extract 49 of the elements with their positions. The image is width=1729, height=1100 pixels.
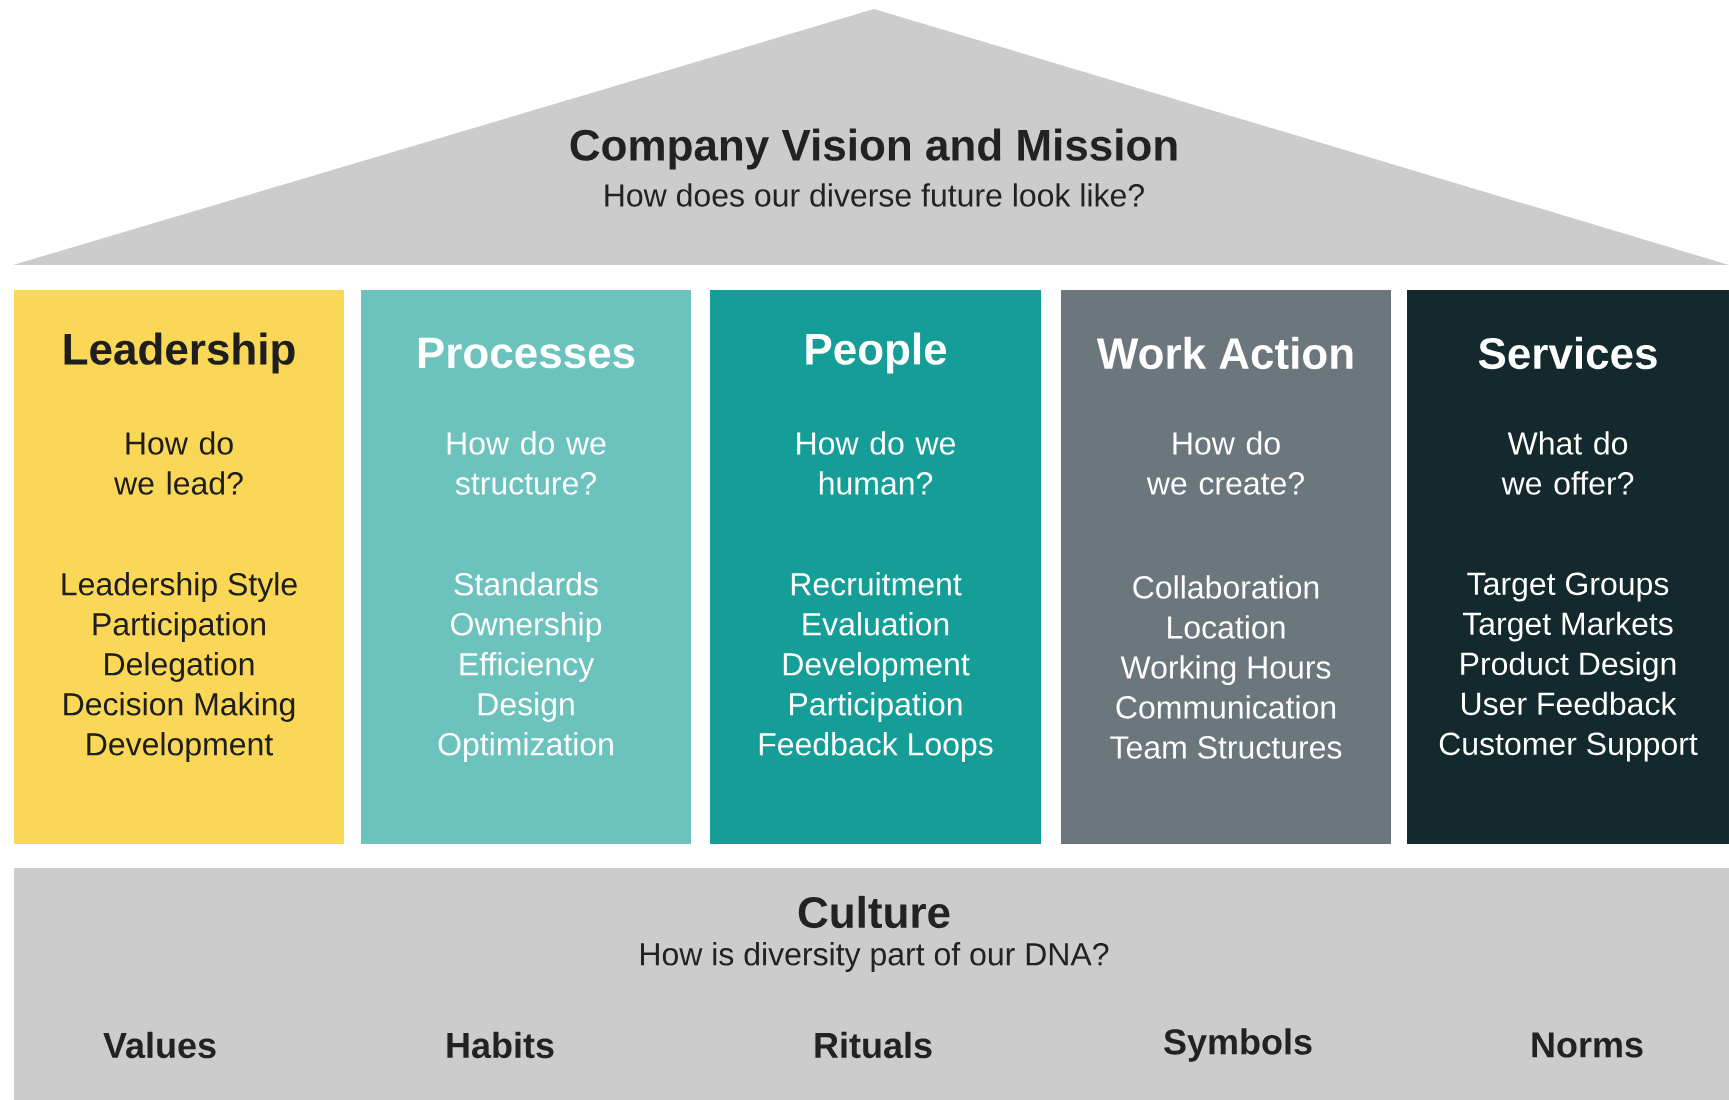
node-label: Location [1168, 615, 1285, 639]
node-label: Collaboration [1133, 575, 1319, 599]
topic-list: Leadership Style Participation Delegation Decision Making Development [62, 572, 297, 762]
culture-element: Values [103, 1031, 216, 1059]
node-label: User Feedback [1461, 691, 1677, 716]
node-label: Development [87, 732, 274, 762]
pillar-question: How do we human? [797, 431, 955, 495]
pillar-question: How do we lead? [114, 431, 243, 495]
culture-subtitle: How is diversity part of our DNA? [641, 942, 1109, 972]
pillar-title: Services [1478, 336, 1657, 370]
culture-title: Culture [798, 895, 950, 929]
node-label: Development [783, 652, 970, 682]
node-label: Standards [454, 572, 598, 596]
pillar-title: Work Action [1096, 336, 1353, 370]
culture-element: Habits [447, 1031, 554, 1059]
topic-list: Collaboration Location Working Hours Communication Team Structures [1110, 575, 1342, 759]
node-label: Team Structures [1110, 736, 1342, 759]
node-label: Feedback Loops [759, 732, 993, 762]
node-label: Participation [790, 692, 962, 722]
pillar-title: People [806, 332, 947, 374]
node-label: Leadership Style [62, 572, 297, 602]
node-label: Recruitment [791, 572, 962, 596]
node-label: Communication [1116, 695, 1336, 719]
node-label: Decision Making [64, 692, 295, 722]
node-label: Working Hours [1120, 655, 1331, 686]
node-label: Efficiency [460, 652, 595, 682]
node-label: Customer Support [1439, 732, 1698, 762]
pillar-question: How do we structure? [447, 431, 606, 495]
node-label: Participation [93, 612, 265, 642]
pillar-question: How do we create? [1146, 431, 1304, 495]
pillar-title: Leadership [64, 332, 295, 374]
node-label: Target Markets [1462, 611, 1673, 642]
culture-element: Rituals [815, 1031, 932, 1059]
roof-title: Company Vision and Mission [570, 128, 1177, 170]
node-label: Evaluation [803, 612, 949, 636]
culture-element: Norms [1532, 1032, 1643, 1058]
topic-list: Recruitment Evaluation Development Participation Feedback Loops [759, 572, 993, 762]
topic-list: Standards Ownership Efficiency Design Optimization [438, 572, 613, 762]
node-label: Design [478, 692, 574, 722]
topic-list: Target Groups Target Markets Product Design User Feedback Customer Support [1439, 572, 1698, 762]
pillar-title: Processes [418, 337, 635, 369]
node-label: Ownership [451, 612, 602, 642]
roof-subtitle: How does our diverse future look like? [605, 183, 1144, 207]
node-label: Product Design [1461, 651, 1676, 682]
node-label: Delegation [105, 652, 254, 682]
node-label: Target Groups [1467, 572, 1669, 602]
node-label: Optimization [438, 732, 613, 762]
pillar-question: What do we offer? [1501, 431, 1634, 495]
culture-element: Symbols [1164, 1028, 1312, 1062]
